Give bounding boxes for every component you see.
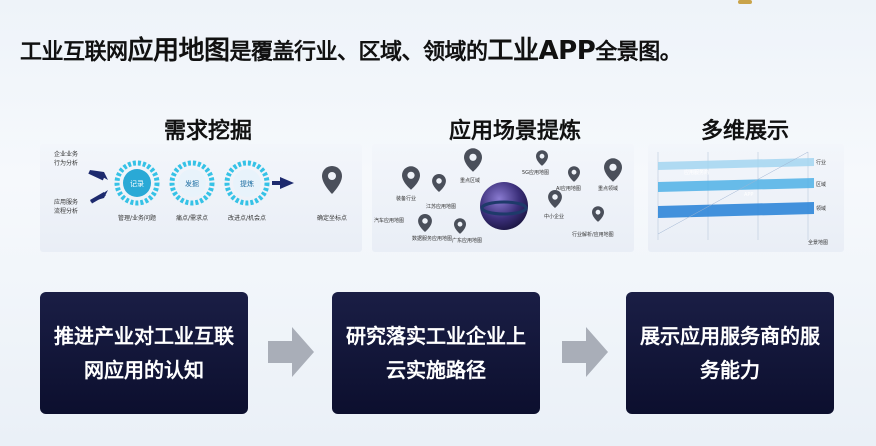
demand-label-2: 行为分析 bbox=[54, 159, 78, 167]
section-title-demand: 需求挖掘 bbox=[163, 119, 252, 144]
multi-label-1: 行业 bbox=[816, 159, 826, 166]
gear-2-label: 发掘 bbox=[185, 179, 199, 188]
scene-label-6: AI应用地图 bbox=[556, 185, 581, 192]
scene-label-9: 数据服务应用地图 bbox=[412, 235, 452, 242]
layer-3 bbox=[658, 202, 814, 218]
pin-3-icon bbox=[432, 174, 446, 192]
top-decoration bbox=[738, 0, 752, 4]
scene-label-3: 江苏应用地图 bbox=[426, 203, 456, 210]
card-service-capability: 展示应用服务商的服务能力 bbox=[626, 292, 834, 414]
layer-2 bbox=[658, 178, 814, 192]
demand-panel: 企业业务 行为分析 应用服务 流程分析 记录 发掘 提炼 管理/业务问题 bbox=[40, 144, 362, 252]
arrow-right-icon bbox=[562, 327, 608, 377]
pin-6-icon bbox=[604, 158, 622, 182]
section-title-scene: 应用场景提炼 bbox=[448, 119, 581, 144]
pin-7-icon bbox=[548, 190, 562, 208]
arrow-in-bottom-shaft bbox=[89, 192, 106, 204]
scene-label-8: 中小企业 bbox=[544, 213, 564, 220]
title-part-2: 应用地图 bbox=[127, 36, 231, 66]
arrow-right-icon bbox=[268, 327, 314, 377]
multi-label-2: 区域 bbox=[816, 181, 826, 188]
location-pin-icon bbox=[322, 166, 342, 194]
globe-icon bbox=[480, 182, 528, 230]
gear-1-icon: 记录 bbox=[114, 160, 160, 206]
demand-label-3: 应用服务 bbox=[54, 198, 78, 206]
pin-1-icon bbox=[464, 148, 482, 172]
scene-diagram: 装备行业 汽车应用地图 江苏应用地图 重点区域 5G应用地图 AI应用地图 重点… bbox=[374, 148, 622, 244]
pin-10-icon bbox=[454, 218, 466, 234]
caption-1: 管理/业务问题 bbox=[118, 214, 156, 222]
pin-9-icon bbox=[418, 214, 432, 232]
pin-2-icon bbox=[402, 166, 420, 190]
scene-label-11: 行业解析/应用地图 bbox=[572, 231, 614, 238]
scene-panel: 装备行业 汽车应用地图 江苏应用地图 重点区域 5G应用地图 AI应用地图 重点… bbox=[372, 144, 634, 252]
demand-label-4: 流程分析 bbox=[54, 207, 78, 215]
multi-label-6: 全景地图 bbox=[808, 239, 828, 246]
scene-label-10: 广东应用地图 bbox=[452, 237, 482, 244]
pin-5-icon bbox=[568, 166, 580, 182]
caption-3: 改进点/机会点 bbox=[228, 214, 266, 222]
gear-2-icon: 发掘 bbox=[169, 160, 215, 206]
pin-4-icon bbox=[536, 150, 548, 166]
arrow-right-shaft bbox=[272, 181, 282, 185]
gear-3-label: 提炼 bbox=[240, 179, 254, 188]
demand-label-1: 企业业务 bbox=[54, 150, 78, 158]
multi-label-4: 应用服务商 bbox=[684, 169, 709, 176]
title-part-4: 工业APP bbox=[487, 36, 596, 66]
gear-3-icon: 提炼 bbox=[224, 160, 270, 206]
multi-label-3: 领域 bbox=[816, 205, 826, 212]
multi-label-5: APP bbox=[744, 192, 753, 198]
arrow-in-top-shaft bbox=[88, 170, 105, 181]
title-part-5: 全景图。 bbox=[595, 40, 682, 65]
scene-label-5: 5G应用地图 bbox=[522, 169, 549, 176]
layer-1 bbox=[658, 158, 814, 170]
card-cloud-path: 研究落实工业企业上云实施路径 bbox=[332, 292, 540, 414]
scene-label-1: 装备行业 bbox=[396, 195, 416, 202]
section-title-multi: 多维展示 bbox=[700, 119, 789, 144]
title-part-3: 是覆盖行业、区域、领域的 bbox=[229, 40, 489, 65]
caption-2: 痛点/需求点 bbox=[176, 214, 208, 222]
demand-diagram: 企业业务 行为分析 应用服务 流程分析 记录 发掘 提炼 管理/业务问题 bbox=[54, 150, 347, 222]
multi-panel: 行业 区域 领域 应用服务商 APP 全景地图 bbox=[648, 144, 844, 252]
globe-ring-icon bbox=[480, 200, 528, 216]
diagonal-line bbox=[657, 151, 809, 235]
card-industry-awareness: 推进产业对工业互联网应用的认知 bbox=[40, 292, 248, 414]
gear-1-label: 记录 bbox=[130, 180, 144, 188]
page-title: 工业互联网应用地图是覆盖行业、区域、领域的工业APP全景图。 bbox=[20, 30, 860, 67]
caption-4: 确定坐标点 bbox=[317, 214, 347, 222]
arrow-right-icon bbox=[280, 177, 294, 189]
scene-label-4: 重点区域 bbox=[460, 177, 480, 184]
scene-label-2: 汽车应用地图 bbox=[374, 217, 404, 224]
multi-diagram: 行业 区域 领域 应用服务商 APP 全景地图 bbox=[657, 151, 828, 246]
pin-8-icon bbox=[592, 206, 604, 222]
title-part-1: 工业互联网 bbox=[20, 40, 128, 65]
scene-label-7: 重点领域 bbox=[598, 185, 618, 192]
